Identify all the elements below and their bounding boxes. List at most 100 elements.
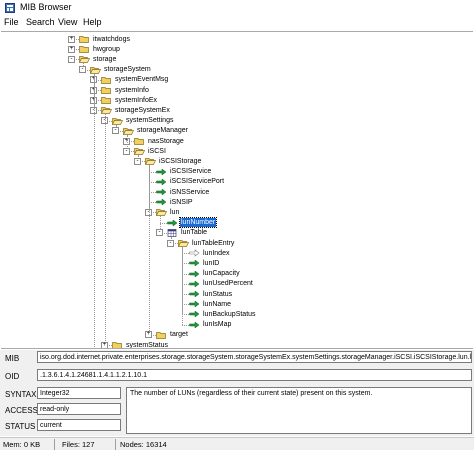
tree-node-storageSystem[interactable]: storageSystem (90, 65, 152, 75)
tree-node-lunID[interactable]: lunID (189, 258, 220, 268)
tree-node-lunUsedPercent[interactable]: lunUsedPercent (189, 279, 254, 289)
tree-node-iSNSService[interactable]: iSNSService (156, 187, 210, 197)
folder-open-icon (134, 148, 145, 156)
tree-node-label: lunStatus (203, 290, 233, 298)
mib-tree[interactable]: +itwatchdogs+hwgroup-storage-storageSyst… (1, 31, 473, 349)
tree-node-nasStorage[interactable]: nasStorage (134, 136, 185, 146)
menu-view[interactable]: View (58, 17, 78, 27)
collapse-icon[interactable]: - (167, 239, 174, 247)
menu-search[interactable]: Search (26, 17, 55, 27)
tree-node-label: lunNumber (178, 217, 218, 229)
tree-connector (182, 263, 189, 265)
status-field[interactable]: current (37, 419, 121, 431)
green-arrow-icon (189, 280, 200, 288)
tree-node-target[interactable]: target (156, 330, 189, 340)
tree-node-label: lunBackupStatus (203, 310, 256, 318)
tree-node-systemSettings[interactable]: systemSettings (112, 116, 174, 126)
syntax-row: SYNTAX Integer32 (0, 387, 474, 403)
tree-connector (182, 247, 183, 325)
collapse-icon[interactable]: - (145, 208, 152, 216)
syntax-field[interactable]: Integer32 (37, 387, 121, 399)
tree-connector (149, 202, 156, 204)
tree-node-lunTableEntry[interactable]: lunTableEntry (178, 238, 235, 248)
mib-row: MIB iso.org.dod.internet.private.enterpr… (0, 351, 474, 367)
tree-node-iSCSIService[interactable]: iSCSIService (156, 167, 212, 177)
tree-node-hwgroup[interactable]: hwgroup (79, 44, 121, 54)
green-arrow-icon (189, 321, 200, 329)
collapse-icon[interactable]: - (112, 127, 119, 135)
green-arrow-icon (189, 290, 200, 298)
expand-icon[interactable]: + (90, 86, 97, 94)
expand-icon[interactable]: + (68, 35, 75, 43)
tree-connector (182, 324, 189, 326)
tree-node-itwatchdogs[interactable]: itwatchdogs (79, 34, 131, 44)
expand-icon[interactable]: + (68, 45, 75, 53)
folder-open-icon (156, 209, 167, 217)
folder-open-icon (101, 107, 112, 115)
tree-node-iSCSI[interactable]: iSCSI (134, 146, 167, 156)
tree-node-iSCSIServicePort[interactable]: iSCSIServicePort (156, 177, 225, 187)
collapse-icon[interactable]: - (90, 106, 97, 114)
menu-file[interactable]: File (4, 17, 19, 27)
collapse-icon[interactable]: - (68, 55, 75, 63)
expand-icon[interactable]: + (123, 137, 130, 145)
tree-node-systemEventMsg[interactable]: systemEventMsg (101, 75, 169, 85)
folder-icon (156, 331, 166, 339)
tree-node-lunStatus[interactable]: lunStatus (189, 289, 233, 299)
tree-node-label: storageManager (137, 127, 188, 135)
tree-node-lunNumber[interactable]: lunNumber (167, 217, 218, 229)
tree-node-lun[interactable]: lun (156, 207, 180, 217)
tree-connector (105, 120, 112, 122)
tree-node-label: storageSystem (104, 66, 151, 74)
tree-node-label: lunIndex (203, 249, 230, 257)
status-separator (54, 439, 55, 450)
description-field[interactable]: The number of LUNs (regardless of their … (126, 387, 472, 434)
tree-node-lunIndex[interactable]: lunIndex (189, 248, 230, 258)
tree-connector (105, 345, 112, 346)
tree-node-storageSystemEx[interactable]: storageSystemEx (101, 105, 171, 115)
tree-node-label: iSNSService (170, 188, 210, 196)
tree-node-label: lunUsedPercent (203, 280, 253, 288)
menu-help[interactable]: Help (83, 17, 102, 27)
tree-node-label: target (170, 331, 188, 339)
tree-node-lunCapacity[interactable]: lunCapacity (189, 269, 241, 279)
tree-node-systemInfoEx[interactable]: systemInfoEx (101, 95, 158, 105)
tree-node-iSCSIStorage[interactable]: iSCSIStorage (145, 156, 202, 166)
tree-node-iSNSIP[interactable]: iSNSIP (156, 197, 194, 207)
collapse-icon[interactable]: - (156, 229, 163, 237)
expand-icon[interactable]: + (90, 96, 97, 104)
collapse-icon[interactable]: - (134, 157, 141, 165)
oid-field[interactable]: .1.3.6.1.4.1.24681.1.4.1.1.2.1.10.1 (37, 369, 472, 381)
tree-node-label: lunID (203, 259, 220, 267)
folder-icon (101, 76, 111, 84)
tree-node-storage[interactable]: storage (79, 54, 117, 64)
tree-node-lunTable[interactable]: lunTable (167, 228, 208, 238)
folder-icon (79, 36, 89, 43)
access-label: ACCESS (5, 406, 38, 415)
tree-node-systemInfo[interactable]: systemInfo (101, 85, 150, 95)
collapse-icon[interactable]: - (79, 66, 86, 74)
folder-icon (79, 46, 89, 54)
tree-connector (182, 314, 189, 316)
expand-icon[interactable]: + (145, 331, 152, 339)
mib-path-field[interactable]: iso.org.dod.internet.private.enterprises… (37, 351, 472, 363)
tree-node-lunIsMap[interactable]: lunIsMap (189, 320, 232, 330)
access-field[interactable]: read-only (37, 403, 121, 415)
tree-node-lunName[interactable]: lunName (189, 299, 232, 309)
tree-node-lunBackupStatus[interactable]: lunBackupStatus (189, 309, 257, 319)
oid-label: OID (5, 372, 20, 381)
syntax-label: SYNTAX (5, 390, 37, 399)
collapse-icon[interactable]: - (101, 117, 108, 125)
tree-node-storageManager[interactable]: storageManager (123, 126, 189, 136)
green-arrow-icon (189, 270, 200, 278)
collapse-icon[interactable]: - (123, 147, 130, 155)
tree-node-systemStatus[interactable]: systemStatus (112, 340, 169, 348)
tree-node-label: iSCSI (148, 147, 166, 155)
green-arrow-icon (156, 168, 167, 176)
tree-connector (127, 151, 134, 153)
tree-connector (149, 212, 156, 214)
tree-connector (94, 73, 95, 348)
expand-icon[interactable]: + (90, 76, 97, 84)
status-separator (115, 439, 116, 450)
expand-icon[interactable]: + (101, 341, 108, 348)
